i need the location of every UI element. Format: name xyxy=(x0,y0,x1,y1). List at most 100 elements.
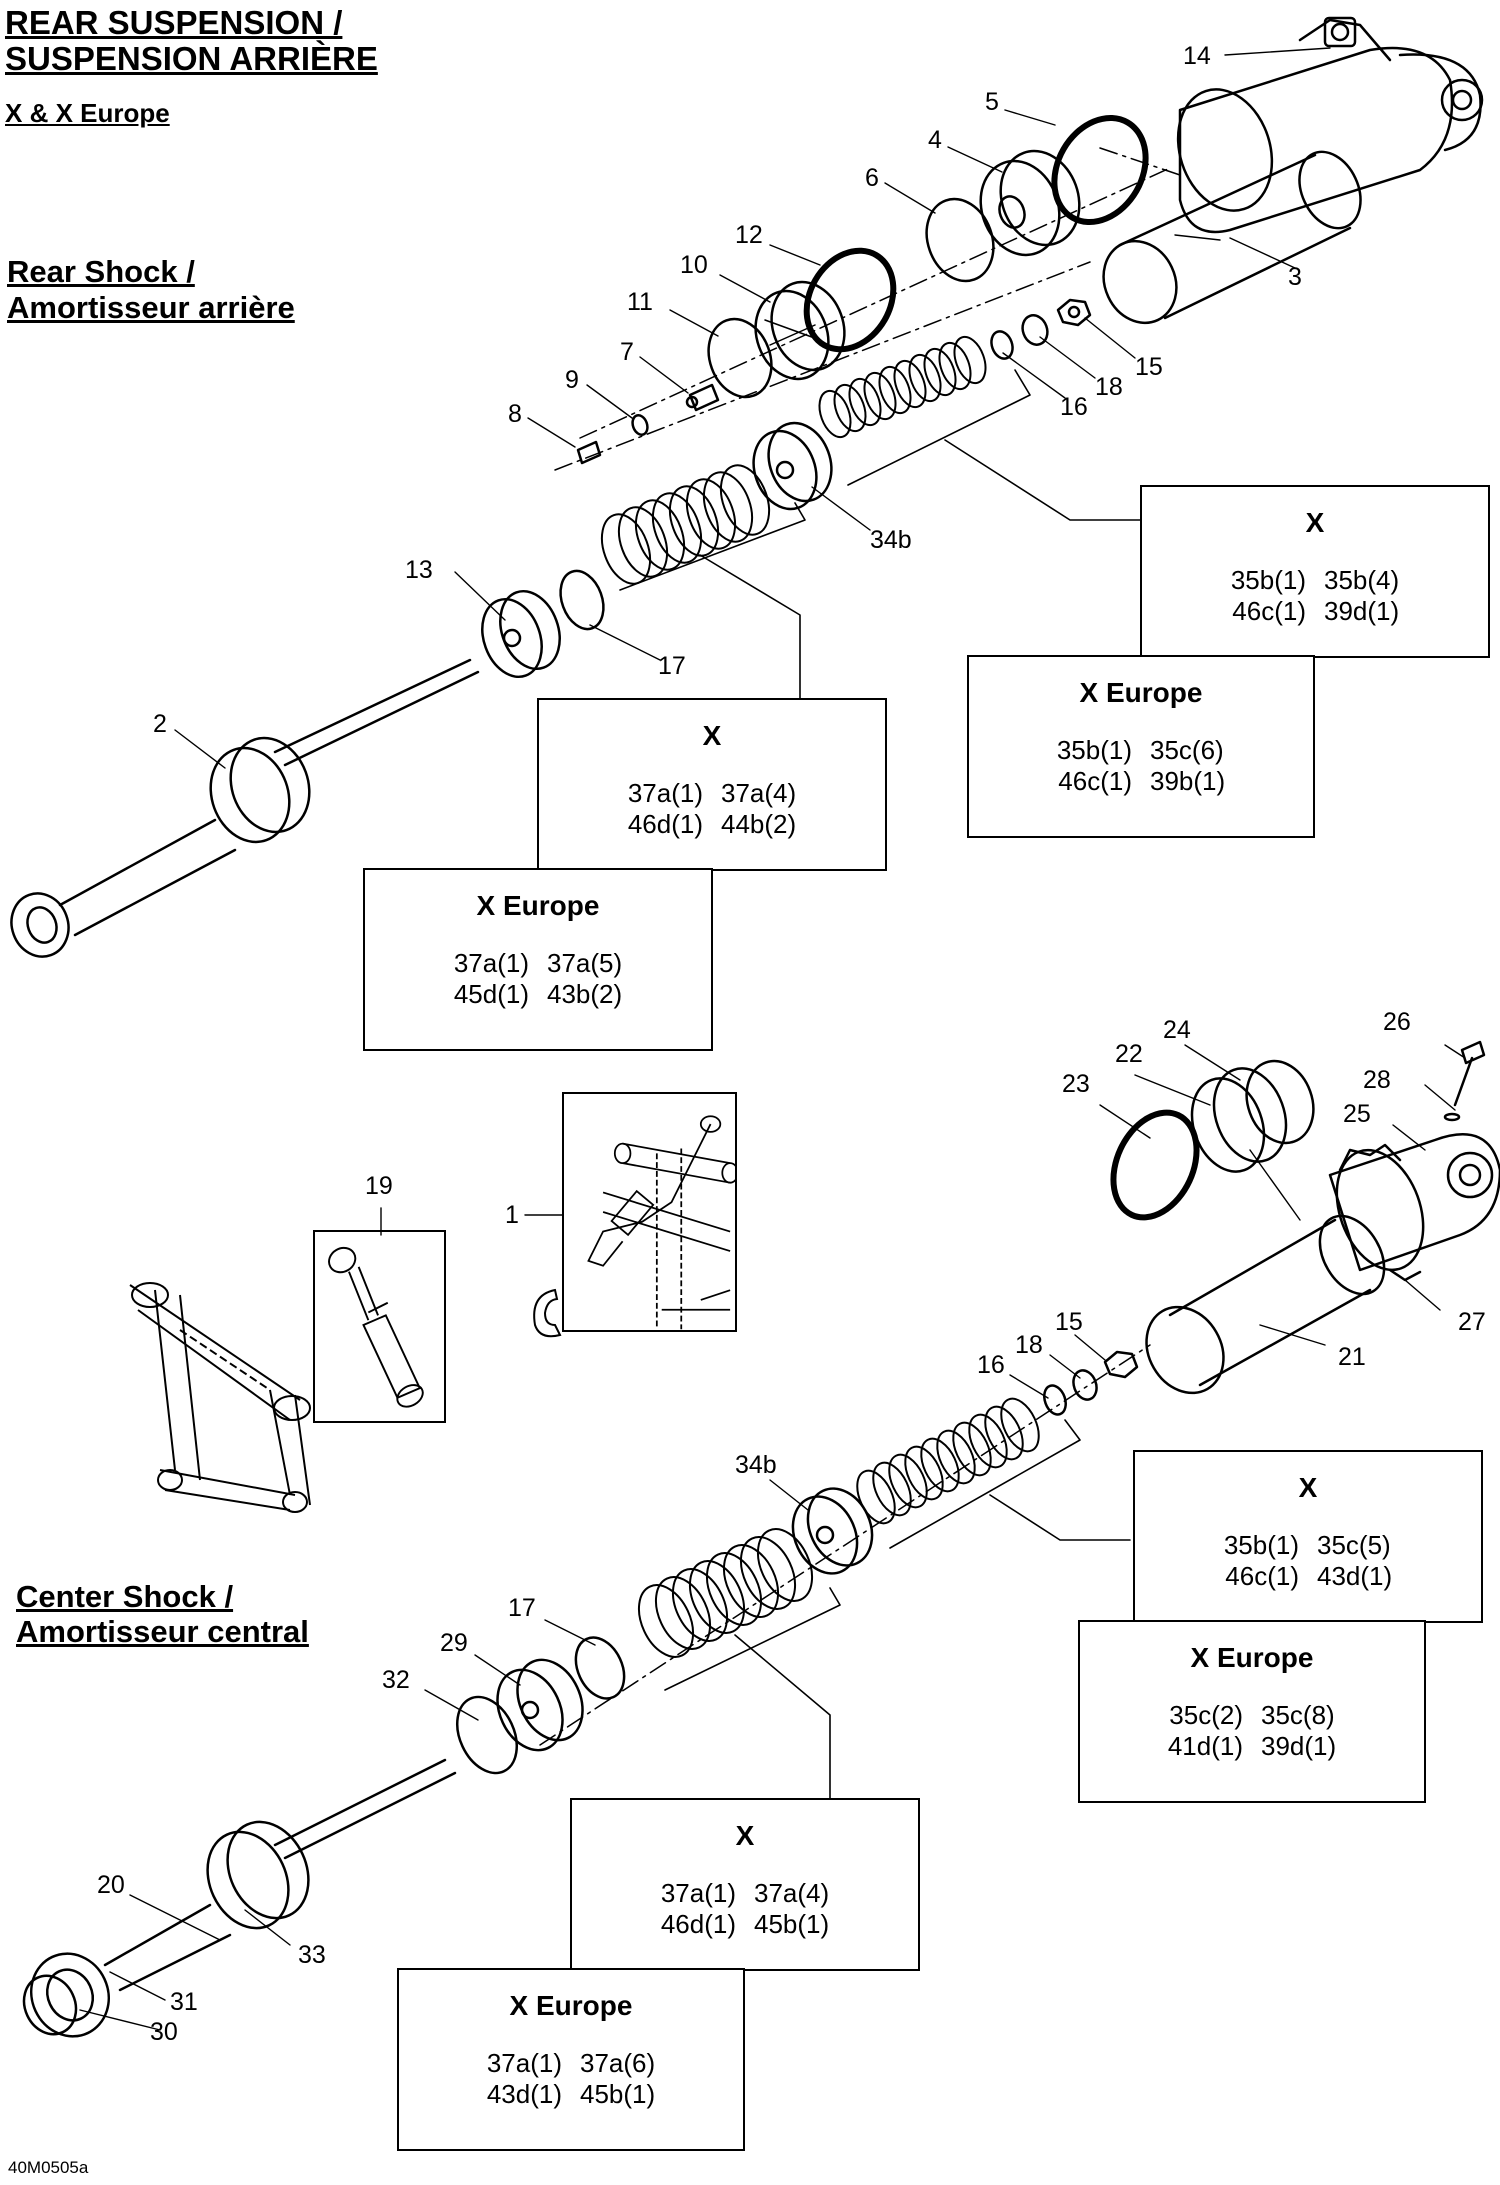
screw-26 xyxy=(1453,1040,1486,1107)
rear-axis-line xyxy=(554,147,1181,471)
kit-code: 35c(2) xyxy=(1169,1700,1243,1730)
kit-codes: 37a(1) 37a(4) 46d(1) 45b(1) xyxy=(572,1878,918,1940)
bushing-13 xyxy=(481,589,561,679)
kit-code: 43d(1) xyxy=(1317,1561,1393,1591)
kit-code: 41d(1) xyxy=(1167,1731,1243,1761)
callout-30: 30 xyxy=(150,2018,178,2046)
washer-16-center xyxy=(1043,1384,1067,1416)
valve-7 xyxy=(685,383,720,412)
callout-12: 12 xyxy=(735,221,763,249)
kit-code: 43d(1) xyxy=(486,2079,562,2109)
kit-box-rear-lower-x: X 37a(1) 37a(4) 46d(1) 44b(2) xyxy=(537,698,887,871)
kit-code: 37a(1) xyxy=(453,948,529,978)
washer-18 xyxy=(1021,314,1049,346)
kit-code: 46c(1) xyxy=(1225,1561,1299,1591)
callout-15-rear: 15 xyxy=(1135,353,1163,381)
kit-codes: 37a(1) 37a(6) 43d(1) 45b(1) xyxy=(399,2048,743,2110)
callout-26: 26 xyxy=(1383,1008,1411,1036)
piston-34b-rear xyxy=(752,421,833,511)
kit-box-center-lower-x: X 37a(1) 37a(4) 46d(1) 45b(1) xyxy=(570,1798,920,1971)
kit-code: 37a(1) xyxy=(627,778,703,808)
kit-title: X Europe xyxy=(509,1990,633,2021)
kit-code: 35c(8) xyxy=(1261,1700,1335,1730)
screw-8 xyxy=(576,440,602,465)
nut-15-center xyxy=(1103,1350,1139,1379)
washer-17-center xyxy=(574,1636,626,1700)
callout-23: 23 xyxy=(1062,1070,1090,1098)
kit-title: X Europe xyxy=(1190,1642,1314,1673)
inset-shock-illustration xyxy=(328,1246,424,1408)
center-upper-spring-stack xyxy=(856,1397,1040,1525)
kit-code: 37a(4) xyxy=(721,778,797,808)
inset-box-19 xyxy=(313,1230,446,1423)
kit-title: X Europe xyxy=(1079,677,1203,708)
kit-title: X xyxy=(1298,1472,1318,1503)
center-shock-heading-line2: Amortisseur central xyxy=(16,1614,309,1649)
callout-9: 9 xyxy=(565,366,579,394)
kit-code: 37a(1) xyxy=(660,1878,736,1908)
rear-shock-heading-line2: Amortisseur arrière xyxy=(7,290,295,325)
kit-code: 35b(1) xyxy=(1223,1530,1299,1560)
kit-code: 46c(1) xyxy=(1232,596,1306,626)
piston-22 xyxy=(1190,1067,1288,1173)
callout-17-rear: 17 xyxy=(658,652,686,680)
o-ring-28 xyxy=(1443,1112,1461,1122)
kit-box-rear-upper-x: X 35b(1) 35b(4) 46c(1) 39d(1) xyxy=(1140,485,1490,658)
center-shock-heading-line1: Center Shock / xyxy=(16,1579,234,1614)
callout-1: 1 xyxy=(505,1201,519,1229)
callout-25: 25 xyxy=(1343,1100,1371,1128)
kit-codes: 37a(1) 37a(5) 45d(1) 43b(2) xyxy=(365,948,711,1010)
kit-codes: 35c(2) 35c(8) 41d(1) 39d(1) xyxy=(1080,1700,1424,1762)
kit-box-center-upper-x: X 35b(1) 35c(5) 46c(1) 43d(1) xyxy=(1133,1450,1483,1623)
callout-21: 21 xyxy=(1338,1343,1366,1371)
callout-31: 31 xyxy=(170,1988,198,2016)
callout-13: 13 xyxy=(405,556,433,584)
rear-suspension-frame-illustration xyxy=(129,1282,311,1513)
kit-codes: 35b(1) 35b(4) 46c(1) 39d(1) xyxy=(1142,565,1488,627)
kit-code: 39d(1) xyxy=(1324,596,1400,626)
o-ring-9 xyxy=(631,414,649,436)
rear-bracket-lines xyxy=(619,369,1141,701)
callout-5: 5 xyxy=(985,88,999,116)
o-ring-5 xyxy=(1051,114,1149,226)
cap-10 xyxy=(754,280,846,381)
model-label: X & X Europe xyxy=(5,98,170,128)
piston-4 xyxy=(979,149,1081,257)
kit-code: 37a(4) xyxy=(754,1878,830,1908)
center-cylinder-21 xyxy=(1145,1214,1386,1395)
center-bracket-lines xyxy=(664,1419,1131,1801)
kit-code: 43b(2) xyxy=(547,979,623,1009)
callout-14: 14 xyxy=(1183,42,1211,70)
disc-11 xyxy=(707,317,773,399)
page-title-line1: REAR SUSPENSION / xyxy=(5,4,343,41)
leader-lines xyxy=(79,47,1466,2031)
kit-codes: 35b(1) 35c(5) 46c(1) 43d(1) xyxy=(1135,1530,1481,1592)
inset-vehicle-suspension-illustration xyxy=(587,1115,739,1330)
washer-17-rear xyxy=(559,569,605,631)
callout-7: 7 xyxy=(620,338,634,366)
document-reference: 40M0505a xyxy=(8,2158,89,2177)
callout-29: 29 xyxy=(440,1629,468,1657)
callout-15-center: 15 xyxy=(1055,1308,1083,1336)
nut-15 xyxy=(1056,298,1092,327)
center-lower-spring-stack xyxy=(637,1528,814,1658)
inset-box-1 xyxy=(562,1092,739,1332)
shock-rod-20 xyxy=(22,1758,457,2038)
kit-code: 35b(1) xyxy=(1230,565,1306,595)
callout-34b-rear: 34b xyxy=(870,526,912,554)
kit-box-center-upper-x-europe: X Europe 35c(2) 35c(8) 41d(1) 39d(1) xyxy=(1078,1620,1426,1803)
rear-lower-spring-stack xyxy=(600,464,771,585)
kit-code: 35b(4) xyxy=(1324,565,1400,595)
kit-title: X xyxy=(702,720,722,751)
kit-code: 37a(6) xyxy=(580,2048,656,2078)
shock-rod-2 xyxy=(10,658,480,958)
callout-3: 3 xyxy=(1288,263,1302,291)
callout-24: 24 xyxy=(1163,1016,1191,1044)
o-ring-23 xyxy=(1110,1109,1200,1221)
kit-code: 46d(1) xyxy=(627,809,703,839)
kit-code: 35c(6) xyxy=(1150,735,1224,765)
kit-title: X xyxy=(1305,507,1325,538)
kit-codes: 37a(1) 37a(4) 46d(1) 44b(2) xyxy=(539,778,885,840)
callout-27: 27 xyxy=(1458,1308,1486,1336)
